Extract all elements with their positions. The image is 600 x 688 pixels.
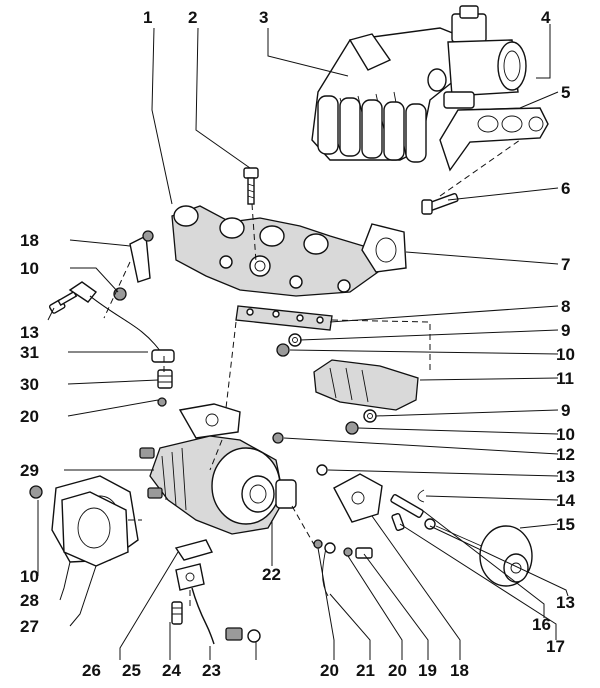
callout-10-upper: 10	[556, 345, 575, 364]
washer-9a	[288, 333, 302, 347]
callout-10-lower: 10	[556, 425, 575, 444]
gasket-27	[61, 491, 129, 567]
bolt-2	[243, 167, 259, 205]
callout-25: 25	[122, 661, 141, 680]
gasket-7	[361, 223, 407, 273]
leader-lines	[37, 24, 569, 660]
egr-pipe	[439, 107, 549, 172]
union-23	[225, 627, 261, 643]
callout-5: 5	[561, 83, 570, 102]
banjo-bolt-19	[355, 547, 373, 559]
callout-1: 1	[143, 8, 152, 27]
callout-13-right: 13	[556, 593, 575, 612]
gasket-26	[174, 539, 214, 561]
callout-29: 29	[20, 461, 39, 480]
callout-30: 30	[20, 375, 39, 394]
callout-numbers: 1 2 3 4 5 6 7 8 9 10 11 9 10 12 13 14 15…	[20, 8, 575, 680]
callout-10-left-upper: 10	[20, 259, 39, 278]
callout-13-left: 13	[20, 323, 39, 342]
callout-28: 28	[20, 591, 39, 610]
callout-27: 27	[20, 617, 39, 636]
oil-supply-line-31	[68, 281, 175, 363]
egr-valve	[443, 5, 527, 109]
callout-20-bottom-a: 20	[320, 661, 339, 680]
wastegate-actuator-15	[435, 525, 533, 587]
callout-3: 3	[259, 8, 268, 27]
washer-9b	[363, 409, 377, 423]
callout-9-lower: 9	[561, 401, 570, 420]
seal-20b	[313, 539, 323, 549]
intake-manifold	[311, 27, 471, 163]
callout-8: 8	[561, 297, 570, 316]
clip-14	[417, 489, 425, 503]
callout-20-left: 20	[20, 407, 39, 426]
callout-26: 26	[82, 661, 101, 680]
seal-20c	[343, 547, 353, 557]
callout-16: 16	[532, 615, 551, 634]
callout-20-bottom-b: 20	[388, 661, 407, 680]
heat-shield-11	[313, 359, 419, 411]
water-pipe-21	[322, 542, 336, 597]
callout-11: 11	[556, 369, 574, 388]
exhaust-manifold	[171, 205, 379, 297]
callout-23: 23	[202, 661, 221, 680]
nut-13a	[316, 464, 328, 476]
callout-18-upper: 18	[20, 231, 39, 250]
rod-16	[390, 494, 424, 518]
nut-13b	[424, 518, 436, 530]
callout-17: 17	[546, 637, 565, 656]
bolt-17	[391, 512, 405, 532]
bolt-6	[421, 192, 459, 215]
heat-shield-bracket-8	[235, 305, 333, 331]
bolt-25	[171, 601, 183, 625]
callout-13-upper: 13	[556, 467, 575, 486]
turbocharger	[139, 403, 297, 535]
callout-12: 12	[556, 445, 575, 464]
callout-31: 31	[20, 343, 39, 362]
nut-10d	[29, 485, 43, 499]
flange-24	[175, 563, 215, 645]
callout-24: 24	[162, 661, 181, 680]
callout-6: 6	[561, 179, 570, 198]
callout-10-left-lower: 10	[20, 567, 39, 586]
bracket-18	[129, 230, 154, 283]
mounting-plate-18b	[333, 473, 383, 523]
callout-22: 22	[262, 565, 281, 584]
callout-4: 4	[541, 8, 551, 27]
callout-2: 2	[188, 8, 197, 27]
nut-10b	[345, 421, 359, 435]
callout-18-lower: 18	[450, 661, 469, 680]
callout-15: 15	[556, 515, 575, 534]
callout-9-upper: 9	[561, 321, 570, 340]
callout-19: 19	[418, 661, 437, 680]
alignment-lines	[103, 139, 521, 610]
seal-20a	[157, 397, 167, 407]
banjo-fitting-30	[157, 369, 173, 389]
nut-10a	[276, 343, 290, 357]
callout-7: 7	[561, 255, 570, 274]
callout-21: 21	[356, 661, 375, 680]
callout-14: 14	[556, 491, 575, 510]
nut-12	[272, 432, 284, 444]
